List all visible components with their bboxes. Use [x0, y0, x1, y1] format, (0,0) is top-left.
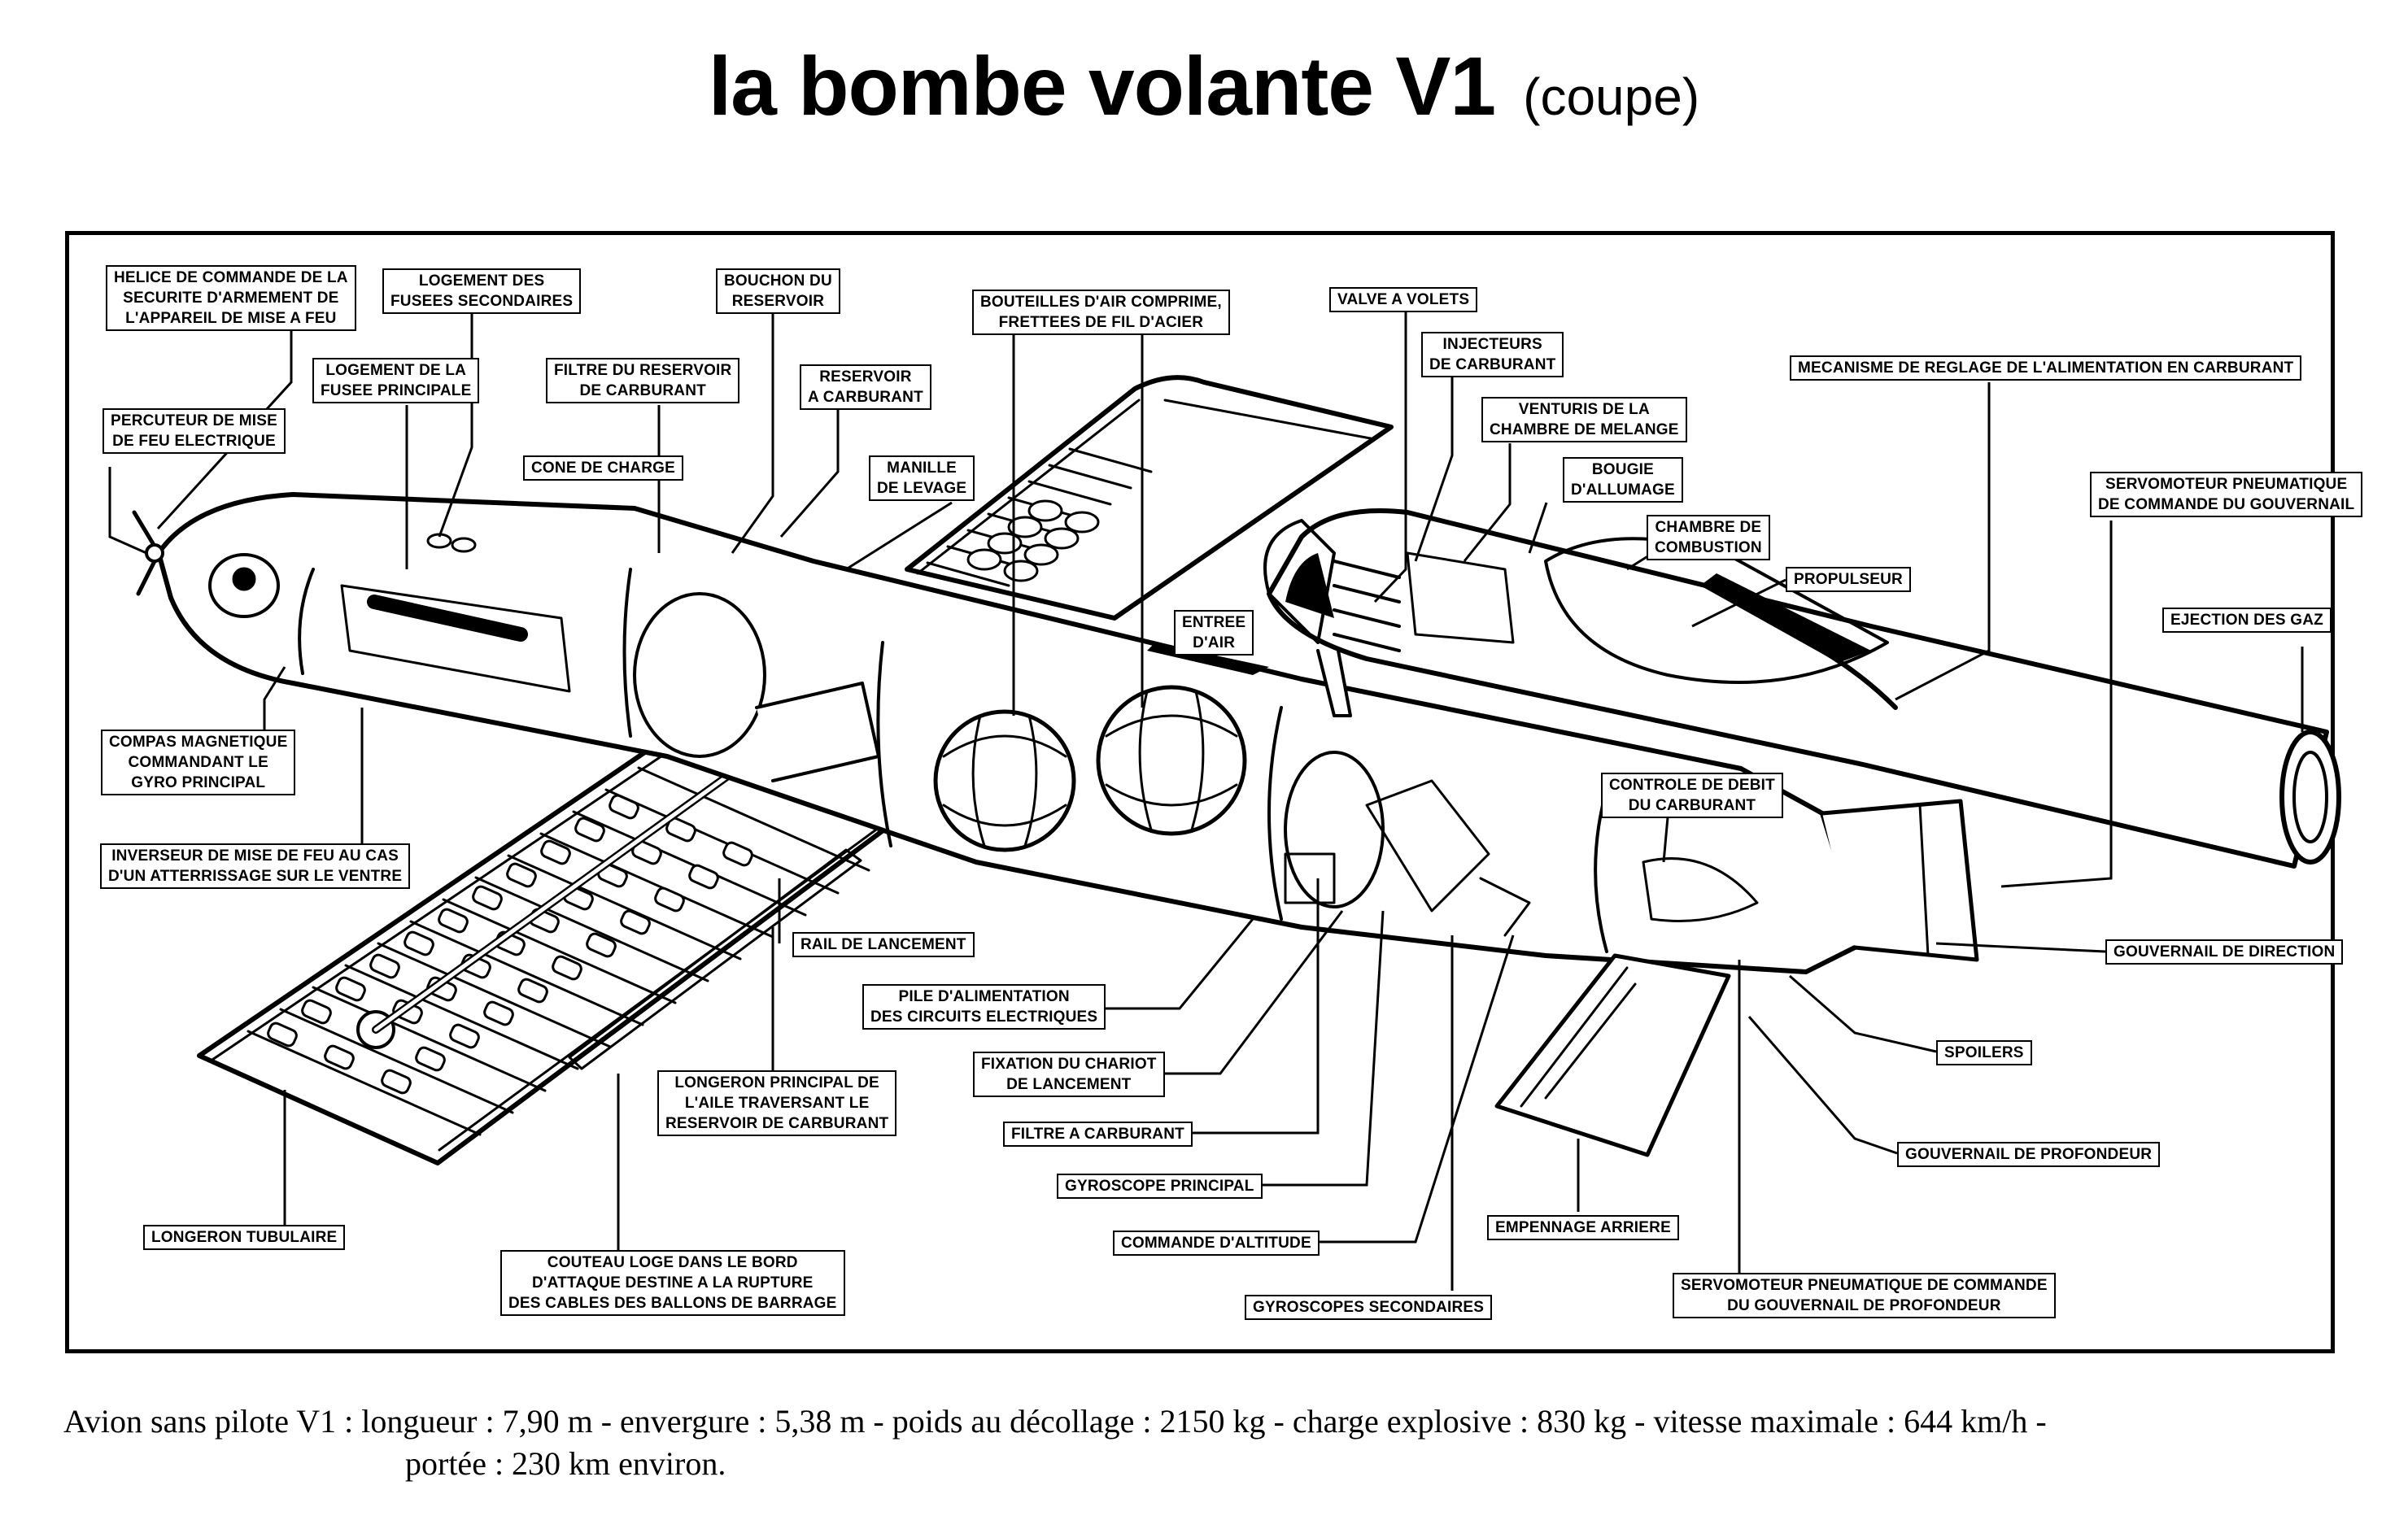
- label-servomoteur-profondeur: SERVOMOTEUR PNEUMATIQUE DE COMMANDE DU G…: [1673, 1273, 2056, 1318]
- right-wing: [905, 375, 1394, 621]
- label-ejection-gaz: EJECTION DES GAZ: [2162, 608, 2332, 633]
- label-pile-alimentation: PILE D'ALIMENTATION DES CIRCUITS ELECTRI…: [862, 984, 1106, 1030]
- label-spoilers: SPOILERS: [1936, 1040, 2032, 1065]
- label-inverseur-mise-feu: INVERSEUR DE MISE DE FEU AU CAS D'UN ATT…: [100, 843, 411, 889]
- title-main: la bombe volante V1: [708, 40, 1496, 133]
- label-bouchon-reservoir: BOUCHON DU RESERVOIR: [716, 268, 840, 314]
- label-filtre-reservoir: FILTRE DU RESERVOIR DE CARBURANT: [546, 358, 740, 403]
- label-gyroscopes-secondaires: GYROSCOPES SECONDAIRES: [1245, 1295, 1493, 1320]
- label-commande-altitude: COMMANDE D'ALTITUDE: [1113, 1231, 1320, 1256]
- label-bouteilles-air: BOUTEILLES D'AIR COMPRIME, FRETTEES DE F…: [972, 290, 1230, 335]
- label-chambre-combustion: CHAMBRE DE COMBUSTION: [1647, 515, 1770, 560]
- caption-line-1: Avion sans pilote V1 : longueur : 7,90 m…: [63, 1403, 2047, 1440]
- label-filtre-carburant: FILTRE A CARBURANT: [1003, 1122, 1193, 1147]
- label-gouvernail-direction: GOUVERNAIL DE DIRECTION: [2105, 939, 2344, 965]
- label-percuteur: PERCUTEUR DE MISE DE FEU ELECTRIQUE: [103, 408, 286, 454]
- specifications-caption: Avion sans pilote V1 : longueur : 7,90 m…: [63, 1400, 2047, 1485]
- label-controle-debit: CONTROLE DE DEBIT DU CARBURANT: [1601, 773, 1783, 818]
- label-gouvernail-profondeur: GOUVERNAIL DE PROFONDEUR: [1897, 1142, 2161, 1167]
- page-title: la bombe volante V1 (coupe): [0, 39, 2408, 134]
- label-entree-air: ENTREE D'AIR: [1174, 610, 1254, 656]
- label-venturis: VENTURIS DE LA CHAMBRE DE MELANGE: [1481, 397, 1687, 442]
- label-fixation-chariot: FIXATION DU CHARIOT DE LANCEMENT: [973, 1052, 1165, 1097]
- caption-line-2: portée : 230 km environ.: [405, 1445, 726, 1482]
- label-manille-levage: MANILLE DE LEVAGE: [869, 455, 975, 501]
- label-compas-magnetique: COMPAS MAGNETIQUE COMMANDANT LE GYRO PRI…: [101, 730, 296, 795]
- label-propulseur: PROPULSEUR: [1786, 567, 1911, 592]
- fuselage: [132, 492, 1979, 974]
- label-longeron-tubulaire: LONGERON TUBULAIRE: [143, 1225, 346, 1250]
- label-gyroscope-principal: GYROSCOPE PRINCIPAL: [1057, 1174, 1263, 1199]
- elevator: [1494, 953, 1731, 1157]
- left-wing: [197, 732, 900, 1165]
- label-couteau-bord-attaque: COUTEAU LOGE DANS LE BORD D'ATTAQUE DEST…: [500, 1250, 845, 1316]
- label-cone-charge: CONE DE CHARGE: [523, 455, 683, 481]
- label-helice-securite: HELICE DE COMMANDE DE LA SECURITE D'ARME…: [106, 265, 356, 331]
- label-injecteurs: INJECTEURS DE CARBURANT: [1421, 332, 1564, 377]
- label-reservoir-carburant: RESERVOIR A CARBURANT: [800, 364, 931, 410]
- label-mecanisme-reglage: MECANISME DE REGLAGE DE L'ALIMENTATION E…: [1790, 355, 2302, 381]
- pulse-jet-engine: [1263, 508, 2341, 869]
- label-valve-volets: VALVE A VOLETS: [1329, 287, 1478, 312]
- label-empennage-arriere: EMPENNAGE ARRIERE: [1487, 1215, 1679, 1240]
- title-subtitle: (coupe): [1523, 68, 1700, 126]
- label-logement-fusee-principale: LOGEMENT DE LA FUSEE PRINCIPALE: [312, 358, 480, 403]
- label-logement-fusees-secondaires: LOGEMENT DES FUSEES SECONDAIRES: [382, 268, 582, 314]
- label-longeron-principal: LONGERON PRINCIPAL DE L'AILE TRAVERSANT …: [657, 1070, 897, 1136]
- label-bougie-allumage: BOUGIE D'ALLUMAGE: [1563, 457, 1683, 503]
- label-rail-lancement: RAIL DE LANCEMENT: [792, 932, 975, 957]
- label-servomoteur-gouvernail: SERVOMOTEUR PNEUMATIQUE DE COMMANDE DU G…: [2090, 472, 2363, 517]
